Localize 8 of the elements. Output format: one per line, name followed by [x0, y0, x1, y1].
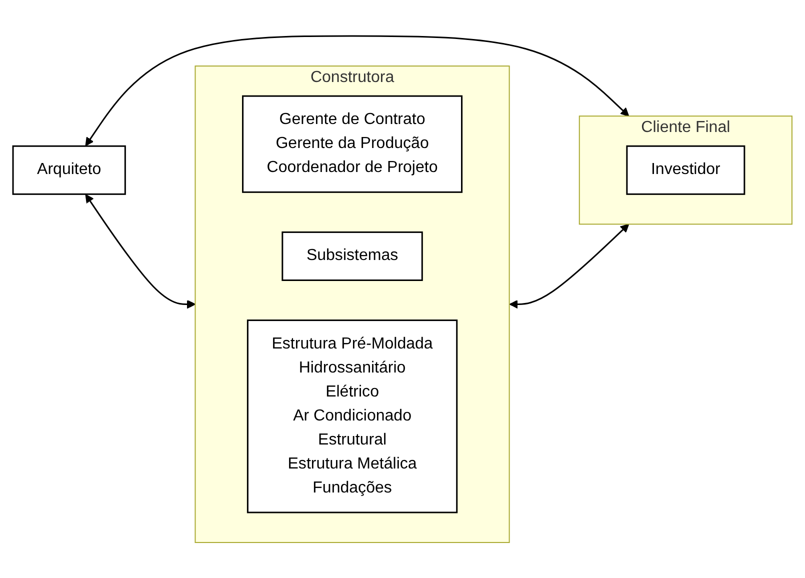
node-box: Investidor: [626, 145, 746, 195]
node-box: Estrutura Pré-Moldada Hidrossanitário Elétrico Ar Condicionado Estrutural Estrutura Metálica Fundações: [246, 319, 458, 513]
arrow: [85, 35, 630, 146]
arrow: [85, 194, 196, 308]
node-box: Subsistemas: [282, 231, 423, 281]
node-box: Gerente de Contrato Gerente da Produção Coordenador de Projeto: [242, 95, 463, 193]
arrow: [509, 224, 630, 308]
node-box: Arquiteto: [12, 145, 126, 195]
